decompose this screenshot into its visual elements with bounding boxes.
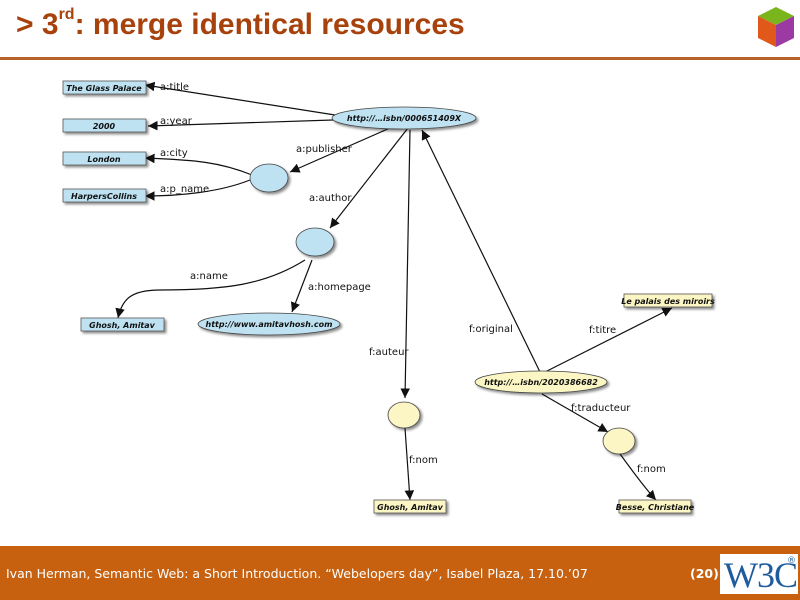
edge-year-line — [147, 119, 334, 131]
title-text: : merge identical resources — [74, 8, 465, 41]
edge-auteur-line — [400, 129, 411, 399]
literal-box-translator-name — [618, 499, 692, 514]
title-ordinal-suffix: rd — [58, 6, 75, 23]
node-label-titre: Le palais des miroirs — [621, 297, 715, 306]
edge-label-city: a:city — [160, 148, 188, 159]
slide-title: > 3rd: merge identical resources — [16, 6, 465, 42]
semantic-web-cube-logo — [758, 7, 794, 47]
edge-label-name: a:name — [190, 271, 228, 282]
page-number: (20) — [690, 566, 719, 581]
blank-node-translator — [602, 427, 636, 455]
node-label-city: London — [87, 155, 121, 164]
literal-box-title — [62, 80, 147, 95]
edge-title-line — [144, 81, 336, 116]
node-label-isbn-fr: http://…isbn/2020386682 — [484, 378, 598, 387]
edge-homepage-line — [290, 259, 313, 313]
node-label-author-name-en: Ghosh, Amitav — [89, 321, 156, 330]
edge-pname-line — [144, 179, 251, 201]
edge-label-titre: f:titre — [589, 325, 616, 336]
title-divider — [0, 57, 800, 60]
rdf-graph-diagram: a:title a:year a:city a:p_name a:publish… — [62, 80, 715, 514]
edge-label-title: a:title — [160, 82, 189, 93]
blank-node-author-en — [295, 227, 335, 257]
edge-nom-author-line — [404, 427, 415, 501]
edge-label-author: a:author — [309, 193, 352, 204]
edge-label-pname: a:p_name — [160, 184, 209, 195]
resource-node-homepage — [197, 312, 341, 336]
title-prefix: > — [16, 8, 34, 41]
edge-original-line — [421, 129, 541, 373]
edge-label-year: a:year — [160, 116, 193, 127]
footer-citation: Ivan Herman, Semantic Web: a Short Intro… — [6, 566, 588, 581]
resource-node-isbn-en — [331, 106, 477, 130]
literal-box-pname — [62, 188, 147, 203]
edge-publisher-line — [289, 127, 391, 173]
literal-box-year — [62, 118, 147, 133]
node-label-isbn-en: http://…isbn/000651409X — [347, 114, 462, 123]
edge-label-homepage: a:homepage — [308, 282, 371, 293]
node-label-author-name-fr: Ghosh, Amitav — [377, 503, 444, 512]
title-ordinal: 3 — [41, 8, 59, 41]
edge-label-auteur: f:auteur — [369, 347, 409, 358]
blank-node-author-fr — [387, 401, 421, 429]
resource-node-isbn-fr — [474, 370, 608, 394]
node-label-pname: HarpersCollins — [71, 192, 137, 201]
node-label-title: The Glass Palace — [66, 84, 142, 93]
edge-nom-translator-line — [619, 453, 657, 501]
edge-label-nom-translator: f:nom — [637, 464, 666, 475]
edge-author-line — [329, 127, 409, 229]
edge-city-line — [144, 153, 253, 176]
blank-node-publisher — [249, 163, 289, 193]
w3c-logo-text: W3C — [724, 555, 798, 595]
edge-label-original: f:original — [469, 324, 513, 335]
literal-box-author-name-fr — [373, 499, 447, 514]
literal-box-city — [62, 151, 147, 166]
node-label-homepage: http://www.amitavhosh.com — [206, 320, 333, 329]
edge-traducteur-line — [541, 393, 609, 433]
edge-titre-line — [544, 307, 673, 373]
cube-left-face — [758, 16, 776, 47]
footer-bar: Ivan Herman, Semantic Web: a Short Intro… — [0, 546, 800, 600]
edge-name-line — [115, 259, 306, 319]
node-label-year: 2000 — [93, 122, 116, 131]
registered-mark-icon: ® — [787, 556, 796, 566]
cube-right-face — [776, 16, 794, 47]
w3c-logo: W3C ® — [720, 554, 798, 595]
literal-box-author-name-en — [80, 317, 165, 332]
edge-label-nom-author: f:nom — [409, 455, 438, 466]
literal-box-titre — [623, 293, 713, 308]
edge-label-traducteur: f:traducteur — [571, 403, 631, 414]
edge-label-publisher: a:publisher — [296, 144, 353, 155]
node-label-translator-name: Besse, Christiane — [616, 503, 695, 512]
